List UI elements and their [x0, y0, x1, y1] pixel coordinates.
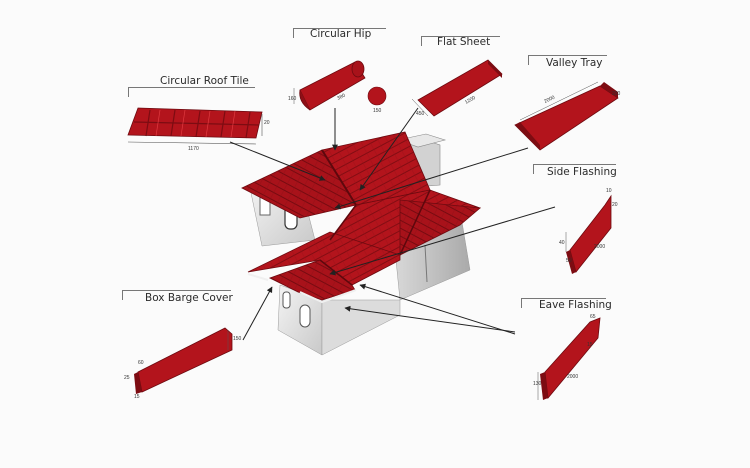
leader-arrows	[229, 107, 556, 341]
dim-eave-length: 2000	[567, 374, 578, 380]
dim-side-top: 10	[606, 188, 612, 194]
dim-hip-end: 150	[373, 108, 382, 114]
dim-side-flange: 20	[612, 202, 618, 208]
hip-end-cap	[367, 86, 387, 106]
label-box-barge-cover: Box Barge Cover	[145, 292, 233, 304]
circular-hip-drawing: 160 380 150	[288, 60, 387, 114]
dim-barge-height: 150	[233, 336, 242, 342]
dim-roof-tile-length: 1170	[188, 146, 199, 152]
arrow-eave-flashing-2	[359, 283, 516, 335]
arrow-eave-flashing-1	[344, 305, 516, 333]
box-barge-cover-drawing: 60 150 25 15	[124, 327, 242, 400]
dim-eave-top: 65	[590, 314, 596, 320]
dim-side-bottom: 50	[566, 258, 572, 264]
arrow-flat-sheet	[359, 107, 419, 191]
dim-hip-length: 380	[336, 93, 346, 102]
label-circular-hip: Circular Hip	[310, 28, 372, 40]
dim-roof-tile-height: 20	[264, 120, 270, 126]
arrow-roof-tile	[229, 141, 326, 181]
window	[282, 291, 291, 309]
label-bracket	[521, 298, 606, 308]
dim-hip-width: 160	[288, 96, 297, 102]
label-bracket	[293, 28, 386, 38]
dim-flat-sheet-width: 450	[416, 111, 425, 117]
label-valley-tray: Valley Tray	[546, 57, 603, 69]
dim-valley-width: 200	[612, 91, 621, 97]
front-side-wall	[321, 299, 401, 356]
dim-eave-flange: 15	[587, 342, 593, 348]
valley-tray-drawing: 2000 200	[514, 81, 621, 151]
label-bracket	[533, 164, 616, 174]
dim-side-length: 2000	[594, 244, 605, 250]
circular-roof-tile-drawing: 1170 20	[127, 107, 270, 152]
label-bracket	[122, 290, 231, 300]
dim-valley-length: 2000	[543, 95, 556, 105]
label-flat-sheet: Flat Sheet	[437, 36, 491, 48]
arrow-box-barge	[242, 286, 273, 341]
label-circular-roof-tile: Circular Roof Tile	[160, 75, 249, 87]
eave-flashing-drawing: 65 15 130 2000	[533, 314, 601, 400]
window	[299, 304, 311, 328]
arrow-side-flashing	[329, 206, 556, 276]
dim-barge-bottom: 15	[134, 394, 140, 400]
label-bracket	[128, 87, 255, 97]
side-flashing-drawing: 10 20 40 2000 50	[559, 188, 618, 274]
arrow-valley-tray	[334, 147, 529, 210]
dim-barge-top: 60	[138, 360, 144, 366]
label-bracket	[421, 36, 500, 46]
house-illustration	[241, 131, 481, 356]
right-gable-roof	[399, 199, 481, 256]
label-eave-flashing: Eave Flashing	[539, 299, 612, 311]
label-bracket	[528, 55, 607, 65]
label-side-flashing: Side Flashing	[547, 166, 617, 178]
flat-sheet-drawing: 450 1200	[411, 59, 503, 117]
dim-flat-sheet-length: 1200	[464, 95, 477, 106]
dim-barge-side: 25	[124, 375, 130, 381]
dim-side-height: 40	[559, 240, 565, 246]
dim-eave-height: 130	[533, 381, 542, 387]
